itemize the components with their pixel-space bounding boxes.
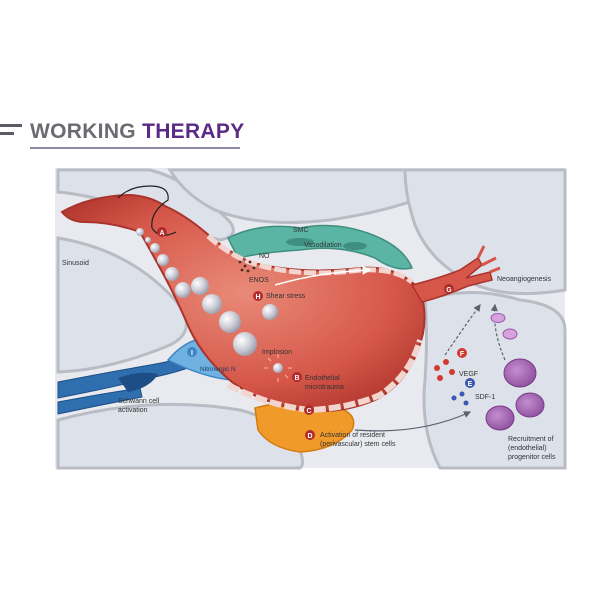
progenitor-cell	[490, 313, 506, 323]
bubble	[150, 243, 160, 253]
marker-e: E	[465, 378, 475, 388]
label-schwann-line2: activation	[118, 407, 148, 414]
label-recruitment-line3: progenitor cells	[508, 454, 556, 461]
bubble	[136, 228, 144, 236]
schwann-cell	[118, 372, 158, 392]
smc-layer	[226, 224, 414, 270]
label-sdf: SDF-1	[475, 394, 495, 401]
bubble	[165, 267, 179, 281]
progenitor-cell	[503, 358, 537, 388]
label-endothelial-line2: microtrauma	[305, 384, 344, 391]
right-compartment	[403, 168, 567, 296]
marker-i-label: I	[191, 350, 193, 357]
stem-cell-to-sdf-arrow	[354, 411, 472, 432]
neoangiogenesis-branch	[410, 256, 493, 303]
endothelial-lining	[206, 234, 414, 285]
marker-i: I	[187, 347, 197, 357]
label-no: NO	[259, 253, 270, 260]
marker-b-label: B	[294, 375, 299, 382]
label-shear-stress: Shear stress	[266, 293, 306, 300]
vegf-molecules	[434, 359, 455, 381]
title-underline	[30, 147, 240, 149]
label-activation-line1: Activation of resident	[320, 432, 385, 439]
vegf-to-neoangiogenesis-arrow	[444, 304, 481, 356]
marker-a-label: A	[159, 230, 164, 237]
label-smc: SMC	[293, 227, 309, 234]
marker-g: G	[444, 284, 454, 294]
label-schwann-line1: Schwann cell	[118, 398, 160, 405]
marker-h: H	[253, 291, 263, 301]
header-bar-top	[0, 124, 22, 127]
sdf-molecules	[451, 391, 469, 406]
marker-a: A	[157, 227, 167, 237]
nerve-fiber	[57, 387, 143, 415]
bubble	[157, 254, 169, 266]
marker-g-label: G	[446, 287, 452, 294]
progenitor-homing-arrow	[490, 303, 506, 361]
label-recruitment-line1: Recruitment of	[508, 436, 554, 443]
label-activation-line2: (perivascular) stem cells	[320, 441, 396, 448]
title-therapy: THERAPY	[142, 120, 245, 143]
progenitor-cell	[502, 328, 518, 340]
shear-stress-arrow	[274, 265, 372, 286]
page-header: WORKING THERAPY	[0, 118, 600, 149]
bubble	[191, 277, 209, 295]
progenitor-cell	[485, 405, 515, 431]
label-enos: ENOS	[249, 277, 269, 284]
bubble	[233, 332, 257, 356]
progenitor-cell	[515, 392, 545, 418]
bubble	[175, 282, 191, 298]
marker-d: D	[305, 430, 315, 440]
marker-c-label: C	[306, 408, 311, 415]
imploding-bubble	[273, 363, 283, 373]
implosion-burst	[264, 354, 292, 382]
no-molecules	[238, 260, 256, 273]
title-working: WORKING	[30, 120, 136, 143]
bubble	[262, 304, 278, 320]
sprout-tips	[476, 245, 501, 274]
label-vasodilation: Vasodilation	[304, 242, 342, 249]
endothelial-lining	[226, 339, 423, 414]
marker-d-label: D	[307, 433, 312, 440]
bubble	[202, 294, 222, 314]
label-recruitment-line2: (endothelial)	[508, 445, 547, 452]
page-title: WORKING THERAPY	[30, 120, 245, 144]
label-neoangiogenesis: Neoangiogenesis	[497, 276, 552, 283]
marker-h-label: H	[255, 294, 260, 301]
label-vegf: VEGF	[459, 371, 478, 378]
label-endothelial-line1: Endothelial	[305, 375, 340, 382]
bubble	[145, 237, 151, 243]
marker-f: F	[457, 348, 467, 358]
smc-nucleus	[343, 242, 367, 250]
label-sinusoid: Sinusoid	[62, 260, 89, 267]
marker-e-label: E	[468, 381, 473, 388]
label-nitrinergic: Nitrinergic N	[200, 366, 236, 373]
sinusoid-compartment	[56, 236, 188, 374]
marker-b: B	[292, 372, 302, 382]
smc-nucleus	[286, 238, 314, 246]
header-bar-bottom	[0, 132, 14, 135]
marker-f-label: F	[460, 351, 465, 358]
bottom-right-compartment	[422, 291, 567, 470]
bubble	[219, 311, 241, 333]
marker-c: C	[304, 405, 314, 415]
label-implosion: Implosion	[262, 349, 292, 356]
